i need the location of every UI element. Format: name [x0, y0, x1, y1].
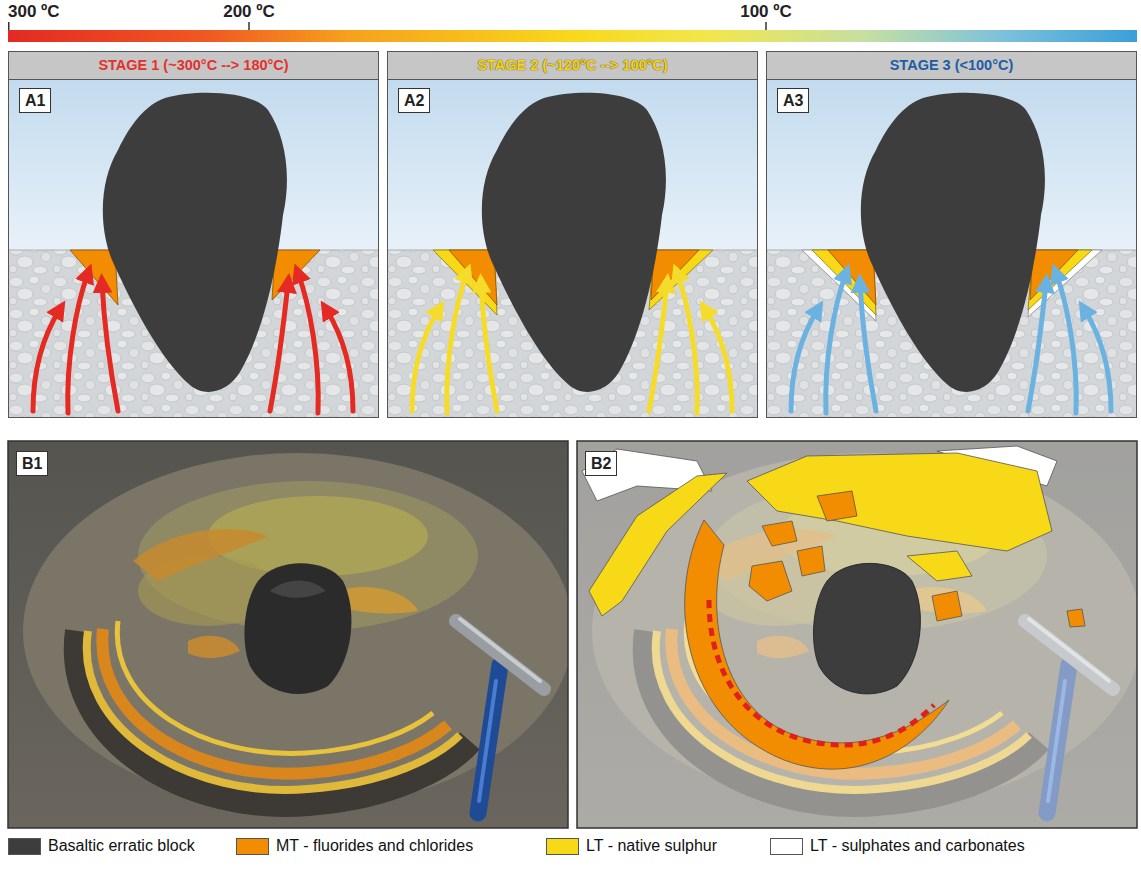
- interpreted-photo-part: [813, 563, 920, 694]
- stage-one-sketch-part-part: [326, 309, 353, 411]
- interpreted-photo-part: [932, 591, 962, 621]
- temperature-bar-part: [765, 22, 767, 30]
- legend-swatch: [236, 838, 269, 855]
- stage-three-sketch-part-part: [1056, 273, 1076, 413]
- stage-two-sketch-part: [482, 93, 666, 392]
- stage-two-sketch-part: [387, 51, 758, 418]
- stage-heading: STAGE 3 (<100°C): [767, 52, 1136, 80]
- interpreted-photo-part: [709, 600, 934, 745]
- stage-three-sketch-part-part: [860, 283, 876, 411]
- stage-panel: STAGE 2 (~120°C --> 100°C) A2: [387, 51, 758, 418]
- stage-one-sketch-part: [70, 250, 118, 305]
- stage-one-sketch-part-part: [298, 273, 318, 413]
- stage-heading: STAGE 1 (~300°C --> 180°C): [9, 52, 378, 80]
- interpreted-photo-part: [577, 441, 1137, 828]
- legend-swatch: [8, 838, 41, 855]
- stage-heading: STAGE 2 (~120°C --> 100°C): [388, 52, 757, 80]
- stage-two-sketch-part-part: [705, 309, 732, 411]
- field-photo-part: [8, 441, 568, 828]
- stage-one-sketch-part-part: [270, 283, 288, 411]
- panel-label: B1: [16, 451, 48, 476]
- interpreted-photo-part: [1067, 609, 1085, 627]
- interpreted-photo-part: [907, 551, 972, 581]
- temperature-bar-part: [248, 22, 250, 30]
- stage-three-sketch-part: [802, 250, 876, 321]
- temperature-bar-part: [8, 22, 10, 30]
- stage-three-sketch-part: [766, 51, 1137, 418]
- stage-one-sketch-part: [103, 93, 287, 392]
- panel-letter: B1: [22, 454, 42, 473]
- panel-label: B2: [585, 451, 617, 476]
- panel-letter: B2: [591, 454, 611, 473]
- stage-three-sketch-part: [1030, 250, 1078, 300]
- interpreted-photo-part: [577, 441, 1137, 828]
- stage-three-sketch-part-part: [791, 309, 818, 411]
- interpreted-photo-part: [685, 520, 949, 769]
- stage-two-sketch-part: [449, 250, 497, 305]
- stage-three-sketch-part-part: [1028, 283, 1046, 411]
- panel-label: A2: [398, 88, 430, 113]
- temperature-bar-part: [8, 30, 1137, 42]
- temperature-label: 200 ºC: [223, 2, 275, 22]
- stage-two-sketch: [387, 51, 758, 418]
- stage-one-sketch-part: [8, 51, 379, 418]
- legend-text: MT - fluorides and chlorides: [276, 836, 473, 856]
- stage-three-sketch-part: [861, 93, 1045, 392]
- stage-three-sketch: [766, 51, 1137, 418]
- stage-one-sketch-part-part: [68, 273, 88, 413]
- temperature-label: 100 ºC: [740, 2, 792, 22]
- stage-three-sketch-part: [828, 250, 876, 305]
- stage-two-sketch-part-part: [649, 283, 667, 411]
- panel-letter: A3: [783, 91, 803, 110]
- stage-panel: STAGE 1 (~300°C --> 180°C) A1: [8, 51, 379, 418]
- legend-text: Basaltic erratic block: [48, 836, 195, 856]
- legend-swatch: [546, 838, 579, 855]
- stage-panel: STAGE 3 (<100°C) A3: [766, 51, 1137, 418]
- stage-one-sketch-part: [272, 250, 320, 300]
- stage-two-sketch-part-part: [481, 283, 497, 411]
- stage-three-sketch-part-part: [826, 273, 846, 413]
- photo-frame: [8, 441, 568, 828]
- legend-text: LT - native sulphur: [586, 836, 717, 856]
- legend-text: LT - sulphates and carbonates: [810, 836, 1025, 856]
- interpreted-photo: [577, 441, 1137, 828]
- stage-one-sketch-part-part: [33, 309, 60, 411]
- panel-letter: A1: [25, 91, 45, 110]
- stage-one-sketch: [8, 51, 379, 418]
- temperature-label: 300 ºC: [8, 2, 60, 22]
- stage-two-sketch-part-part: [677, 273, 697, 413]
- stage-one-sketch-part-part: [102, 283, 118, 411]
- stage-three-sketch-part-part: [1084, 309, 1111, 411]
- stage-two-sketch-part-part: [447, 273, 467, 413]
- temperature-bar: [8, 22, 1137, 42]
- interpreted-photo-part: [749, 561, 792, 601]
- interpreted-photo-part: [817, 491, 857, 521]
- stage-two-sketch-part-part: [412, 309, 439, 411]
- panel-letter: A2: [404, 91, 424, 110]
- panel-label: A1: [19, 88, 51, 113]
- interpreted-photo-part: [762, 521, 797, 546]
- field-photo: [8, 441, 568, 828]
- photo-frame: [577, 441, 1137, 828]
- interpreted-photo-part: [797, 546, 825, 576]
- stage-two-sketch-part: [651, 250, 699, 300]
- interpreted-photo-part: [747, 453, 1052, 551]
- legend-swatch: [770, 838, 803, 855]
- panel-label: A3: [777, 88, 809, 113]
